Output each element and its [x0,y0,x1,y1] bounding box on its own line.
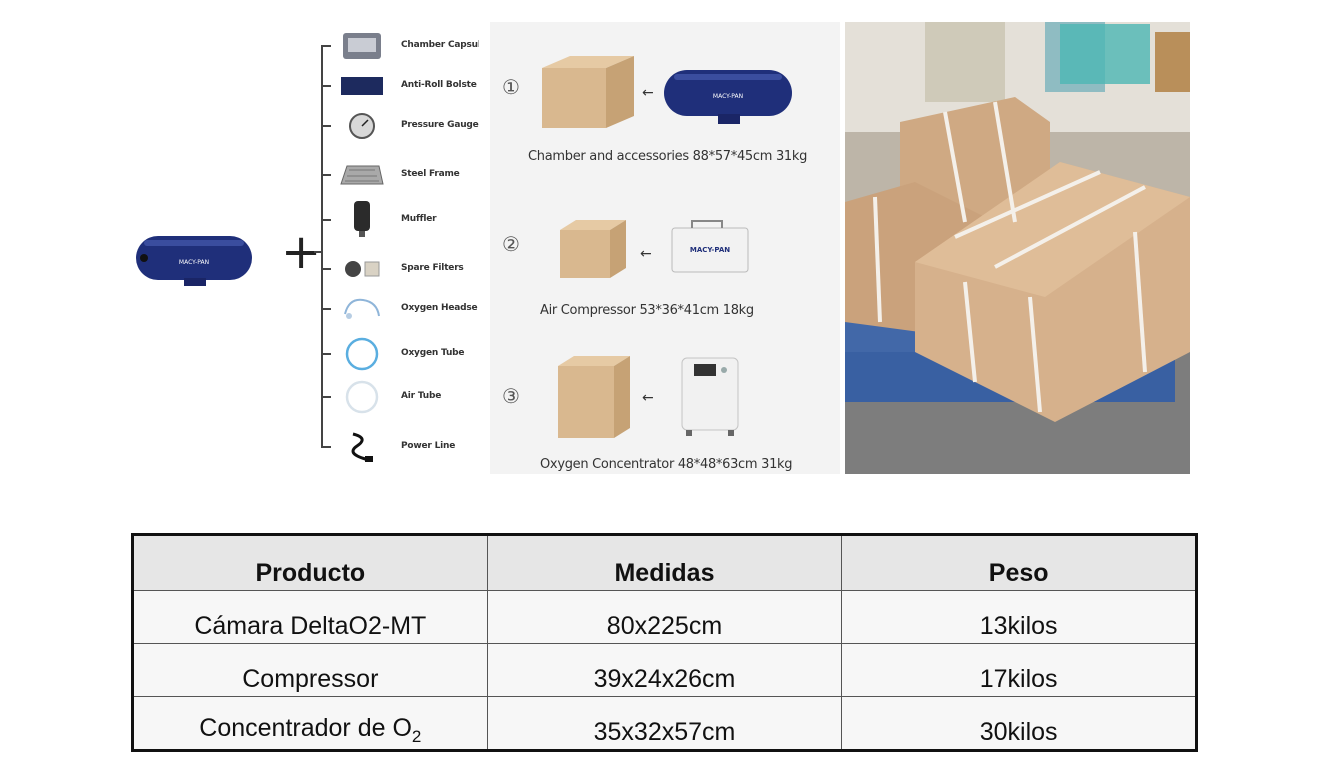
bolster-icon [341,77,383,95]
column-header-product: Producto [132,534,488,591]
cell-product: Cámara DeltaO2-MT [132,590,488,644]
packing-panel: ① ← MACY-PAN Chamber and accessories 88*… [490,22,840,474]
chamber-capsule-icon [343,33,381,59]
accessory-label: Oxygen Headse [401,303,478,313]
accessory-item: Oxygen Headse [321,294,486,324]
step-number: ① [502,75,520,99]
cell-weight: 13kilos [841,590,1197,644]
bracket-connector [314,251,322,253]
table-header-row: Producto Medidas Peso [132,534,1197,591]
accessory-label: Oxygen Tube [401,348,465,358]
accessory-label: Muffler [401,214,437,224]
warehouse-photo [845,22,1190,474]
frame-icon [340,165,384,185]
headset-icon [344,298,380,319]
packing-caption: Chamber and accessories 88*57*45cm 31kg [528,149,808,164]
accessory-label: Air Tube [401,391,442,401]
chamber-illustration: MACY-PAN [136,236,252,286]
brand-label: MACY-PAN [179,259,209,266]
accessory-item: Oxygen Tube [321,337,486,371]
cell-product-text: Concentrador de O [199,714,412,742]
air-tube-icon [345,380,379,414]
cell-weight: 17kilos [841,643,1197,697]
subscript-2: 2 [411,727,422,746]
power-line-icon [351,432,373,462]
brand-label: MACY-PAN [690,246,730,254]
accessory-label: Power Line [401,441,456,451]
accessory-item: Power Line [321,432,486,462]
accessory-item: Spare Filters [321,254,486,284]
accessory-label: Steel Frame [401,169,460,179]
cell-weight: 30kilos [841,696,1197,751]
cell-measures: 80x225cm [486,590,843,644]
column-header-weight: Peso [841,534,1197,591]
accessory-item: Steel Frame [321,160,486,190]
chamber-illustration: MACY-PAN [664,70,792,124]
accessory-label: Anti-Roll Bolste [401,80,477,90]
accessory-label: Pressure Gauge [401,120,479,130]
accessories-panel: MACY-PAN + Chamber Capsul Anti-Roll Bols… [131,22,486,474]
accessory-item: Muffler [321,201,486,237]
accessory-item: Anti-Roll Bolste [321,71,486,101]
accessory-item: Air Tube [321,380,486,414]
cell-measures: 35x32x57cm [486,696,843,751]
concentrator-illustration [681,357,739,436]
tube-icon [345,337,379,371]
brand-label: MACY-PAN [713,93,743,100]
table-row: Cámara DeltaO2-MT 80x225cm 13kilos [132,590,1197,644]
cell-product: Compressor [132,643,488,697]
muffler-icon [354,201,370,237]
cell-measures: 39x24x26cm [486,643,843,697]
accessory-item: Pressure Gauge [321,111,486,141]
table-row: Concentrador de O2 35x32x57cm 30kilos [132,696,1197,751]
table-row: Compressor 39x24x26cm 17kilos [132,643,1197,697]
accessory-item: Chamber Capsul [321,31,486,61]
packing-caption: Oxygen Concentrator 48*48*63cm 31kg [540,457,793,472]
step-number: ② [502,232,520,256]
filters-icon [345,261,380,277]
arrow-icon: ← [642,390,654,406]
bracket-line [321,46,323,448]
cardboard-box-icon [560,220,626,278]
specs-table: Producto Medidas Peso Cámara DeltaO2-MT … [131,533,1198,752]
arrow-icon: ← [640,246,652,262]
arrow-icon: ← [642,85,654,101]
column-header-measures: Medidas [486,534,843,591]
cardboard-box-icon [542,56,634,128]
packing-caption: Air Compressor 53*36*41cm 18kg [540,303,754,318]
accessory-label: Spare Filters [401,263,464,273]
gauge-icon [349,113,375,139]
cardboard-box-icon [558,356,630,438]
step-number: ③ [502,384,520,408]
compressor-illustration: MACY-PAN [671,220,749,273]
cell-product: Concentrador de O2 [132,696,488,751]
accessory-label: Chamber Capsul [401,40,479,50]
